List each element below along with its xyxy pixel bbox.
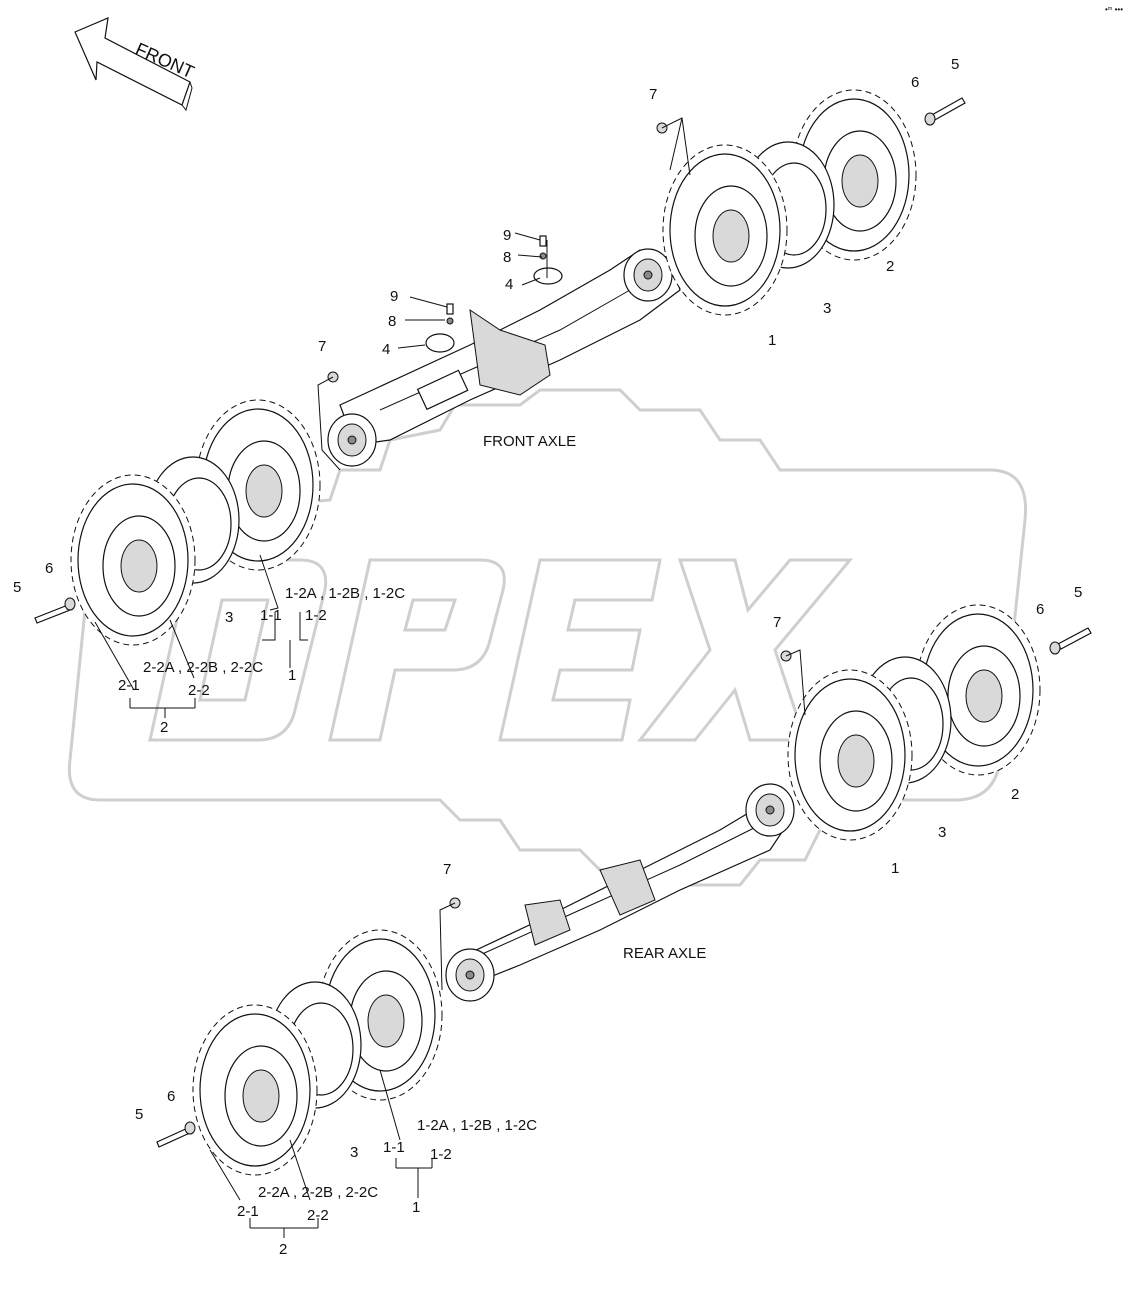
callout-3-front-left: 3 — [225, 609, 233, 626]
callout-9-left: 9 — [390, 288, 398, 305]
callout-1-front-left: 1 — [288, 667, 296, 684]
corner-mark: •ᵐ ••• — [1105, 5, 1123, 14]
callout-6-front-left: 6 — [45, 560, 53, 577]
callout-2-rear-left: 2 — [279, 1241, 287, 1258]
sub-2-2-front: 2-2 — [188, 682, 210, 699]
leader-lines — [94, 117, 806, 1238]
callout-3-front-right: 3 — [823, 300, 831, 317]
sub-2-1-front: 2-1 — [118, 677, 140, 694]
callout-9-right: 9 — [503, 227, 511, 244]
callout-5-front-left: 5 — [13, 579, 21, 596]
callout-5-rear-left: 5 — [135, 1106, 143, 1123]
callout-7-front-right: 7 — [649, 86, 657, 103]
front-axle-caption: FRONT AXLE — [483, 433, 576, 450]
callout-7-front-left: 7 — [318, 338, 326, 355]
callout-5-rear-right: 5 — [1074, 584, 1082, 601]
callout-8-right: 8 — [503, 249, 511, 266]
callout-6-rear-right: 6 — [1036, 601, 1044, 618]
variants-1-rear: 1-2A , 1-2B , 1-2C — [417, 1117, 537, 1134]
hardware — [34, 97, 1092, 1148]
callout-2-front-left: 2 — [160, 719, 168, 736]
watermark-letters — [148, 558, 854, 742]
wheel-front-right-inner — [662, 144, 788, 316]
callout-7-rear-right: 7 — [773, 614, 781, 631]
callout-7-rear-left: 7 — [443, 861, 451, 878]
wheel-front-left-outer — [70, 474, 196, 646]
sub-1-1-front: 1-1 — [260, 607, 282, 624]
callout-2-front-right: 2 — [886, 258, 894, 275]
callout-1-front-right: 1 — [768, 332, 776, 349]
sub-1-1-rear: 1-1 — [383, 1139, 405, 1156]
variants-2-rear: 2-2A , 2-2B , 2-2C — [258, 1184, 378, 1201]
watermark-logo — [67, 388, 1028, 887]
sub-1-2-front: 1-2 — [305, 607, 327, 624]
wheel-rear-right-inner — [787, 669, 913, 841]
callout-1-rear-left: 1 — [412, 1199, 420, 1216]
rear-axle-assembly — [445, 783, 795, 1002]
callout-1-rear-right: 1 — [891, 860, 899, 877]
variants-2-front: 2-2A , 2-2B , 2-2C — [143, 659, 263, 676]
callout-3-rear-right: 3 — [938, 824, 946, 841]
callout-3-rear-left: 3 — [350, 1144, 358, 1161]
callout-4-right: 4 — [505, 276, 513, 293]
callout-6-front-right: 6 — [911, 74, 919, 91]
variants-1-front: 1-2A , 1-2B , 1-2C — [285, 585, 405, 602]
callout-6-rear-left: 6 — [167, 1088, 175, 1105]
sub-2-1-rear: 2-1 — [237, 1203, 259, 1220]
callout-8-left: 8 — [388, 313, 396, 330]
wheel-rear-left-outer — [192, 1004, 318, 1176]
callout-4-left: 4 — [382, 341, 390, 358]
callouts: 7 6 5 2 3 1 9 8 4 9 8 4 7 5 6 3 1-2A , 1… — [13, 56, 1082, 1258]
callout-5-front-right: 5 — [951, 56, 959, 73]
callout-2-rear-right: 2 — [1011, 786, 1019, 803]
sub-2-2-rear: 2-2 — [307, 1207, 329, 1224]
front-direction-arrow: FRONT — [74, 17, 197, 112]
rear-axle-caption: REAR AXLE — [623, 945, 706, 962]
sub-1-2-rear: 1-2 — [430, 1146, 452, 1163]
front-axle-assembly — [327, 248, 681, 467]
